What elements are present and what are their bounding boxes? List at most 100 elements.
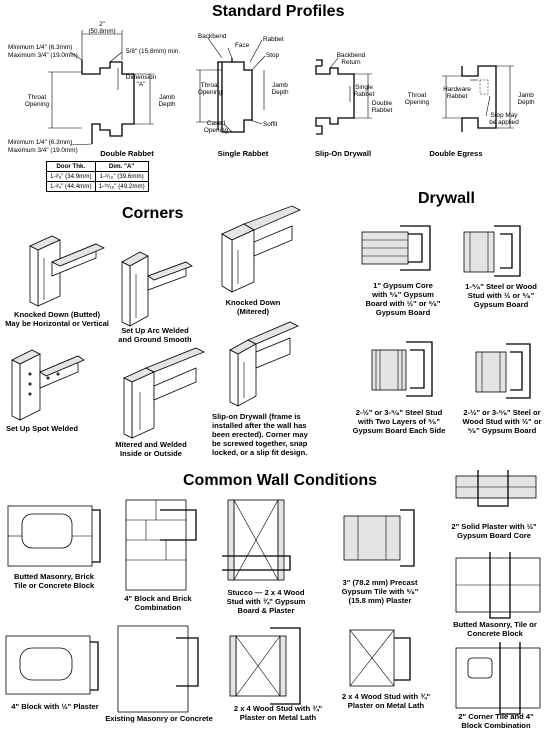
drywall-b-1: 1-⁵⁄₈" Steel or Wood [465,282,537,291]
stop-label: Stop [266,52,280,59]
butted-masonry-b: Tile or Concrete Block [13,581,95,590]
precast-a: 3" (78.2 mm) Precast [342,578,418,587]
drywall-d-1: 2-½" or 3-⁵⁄₈" Steel or [463,408,541,417]
block-brick-b: Combination [134,603,182,612]
caption-metal-lath-1: 2 x 4 Wood Stud with ¾"Plaster on Metal … [226,704,330,722]
jamb-depth-1b: Depth [158,101,176,108]
slip-on-corner-b: installed after the wall has [212,421,307,430]
jamb-depth-2b: Depth [271,89,289,96]
caption-existing-masonry: Existing Masonry or Concrete [105,714,213,723]
metal-lath-1a: 2 x 4 Wood Stud with ¾" [233,704,323,713]
stucco-b: Stud with ¾" Gypsum [226,597,306,606]
stop-min: 5/8" (15.8mm) min. [126,48,181,55]
drywall-a-4: Gypsum Board [375,308,431,317]
metal-lath-1b: Plaster on Metal Lath [239,713,317,722]
caption-solid-plaster: 2" Solid Plaster with ½"Gypsum Board Cor… [440,522,548,540]
slip-on-corner-e: locked, or a slip fit design. [212,448,308,457]
metal-lath-2b: Plaster on Metal Lath [347,701,425,710]
stucco-a: Stucco — 2 x 4 Wood [227,588,305,597]
soffit-label: Soffit [263,121,278,128]
metal-lath-2a: 2 x 4 Wood Stud with ¾" [341,692,431,701]
cased-opening-a: Cased [206,120,226,127]
jamb-depth-2a: Jamb [272,82,288,89]
caption-metal-lath-2: 2 x 4 Wood Stud with ¾"Plaster on Metal … [334,692,438,710]
backbend-label: Backbend [198,33,227,40]
min-bottom: Minimum 1/4" (6.3mm) [8,139,73,146]
precast-b: Gypsum Tile with ⁵⁄₈" [341,587,419,596]
throat-opening-2b: Opening [197,89,223,96]
throat-opening-1b: Opening [24,101,50,108]
dimension-a: Dimension"A" [124,74,158,88]
caption-block-half-plaster: 4" Block with ½" Plaster [11,702,99,711]
throat-opening-1a: Throat [27,94,47,101]
slip-on-corner-c: been erected). Corner may [212,430,308,439]
drywall-c-3: Gypsum Board Each Side [352,426,446,435]
hardware-rabbet-a: Hardware [443,86,471,93]
mitered-b: (Mitered) [236,307,270,316]
caption-double-rabbet: Double Rabbet [100,149,154,158]
caption-spot-welded: Set Up Spot Welded [5,424,78,433]
drywall-b-3: Gypsum Board [473,300,529,309]
mitered-welded-a: Mitered and Welded [115,440,187,449]
drywall-a-2: with ⁵⁄₈" Gypsum [372,290,434,299]
throat-opening-3b: Opening [404,99,430,106]
hardware-rabbet-b: Rabbet [446,93,468,100]
min-top: Minimum 1/4" (6.3mm) [8,44,73,51]
stop-may-a: Stop May [490,112,518,119]
max-top: Maximum 3/4" (19.0mm) [8,52,78,59]
double-rabbet-dim-b: Rabbet [371,107,393,114]
caption-mitered: Knocked Down(Mitered) [218,298,288,316]
solid-plaster-b: Gypsum Board Core [457,531,531,540]
caption-double-egress: Double Egress [429,149,483,158]
mitered-welded-b: Inside or Outside [119,449,183,458]
title-standard-profiles: Standard Profiles [212,3,345,20]
block-brick-a: 4" Block and Brick [124,594,192,603]
backbend-return-a: Backbend [336,52,366,59]
slip-on-drywall-profile [315,57,372,135]
throat-opening-3a: Throat [407,92,427,99]
table-row: 1-³⁄₄" (44.4mm)1-¹⁵⁄₁₆" (49.2mm) [46,181,149,192]
knocked-down-butted-b: May be Horizontal or Vertical [5,319,109,328]
butted-masonry-a: Butted Masonry, Brick [13,572,95,581]
caption-slip-on-drywall: Slip-On Drywall [314,149,372,158]
caption-single-rabbet: Single Rabbet [217,149,269,158]
jamb-depth-3a: Jamb [518,92,534,99]
single-rabbet-profile [196,37,266,133]
throat-opening-2a: Throat [200,82,220,89]
dimension-a-1: Dimension [125,74,157,81]
solid-plaster-a: 2" Solid Plaster with ½" [451,522,537,531]
slip-on-corner-a: Slip-on Drywall (frame is [212,412,301,421]
rabbet-label: Rabbet [263,36,284,43]
double-egress-profile [442,65,514,132]
drywall-a-1: 1" Gypsum Core [373,281,433,290]
dim-2in-mm: (50.8mm) [88,28,116,35]
face-label: Face [235,42,250,49]
title-corners: Corners [122,205,184,222]
corner-tile-b: Block Combination [461,721,531,730]
drywall-d-3: ⁵⁄₈" Gypsum Board [467,426,537,435]
butted-tile-a: Butted Masonry, Tile or [453,620,537,629]
slip-on-corner-d: be screwed together, snap [212,439,308,448]
precast-c: (15.8 mm) Plaster [348,596,412,605]
corner-tile-a: 2" Corner Tile and 4" [458,712,534,721]
dimension-a-2: "A" [136,81,146,88]
